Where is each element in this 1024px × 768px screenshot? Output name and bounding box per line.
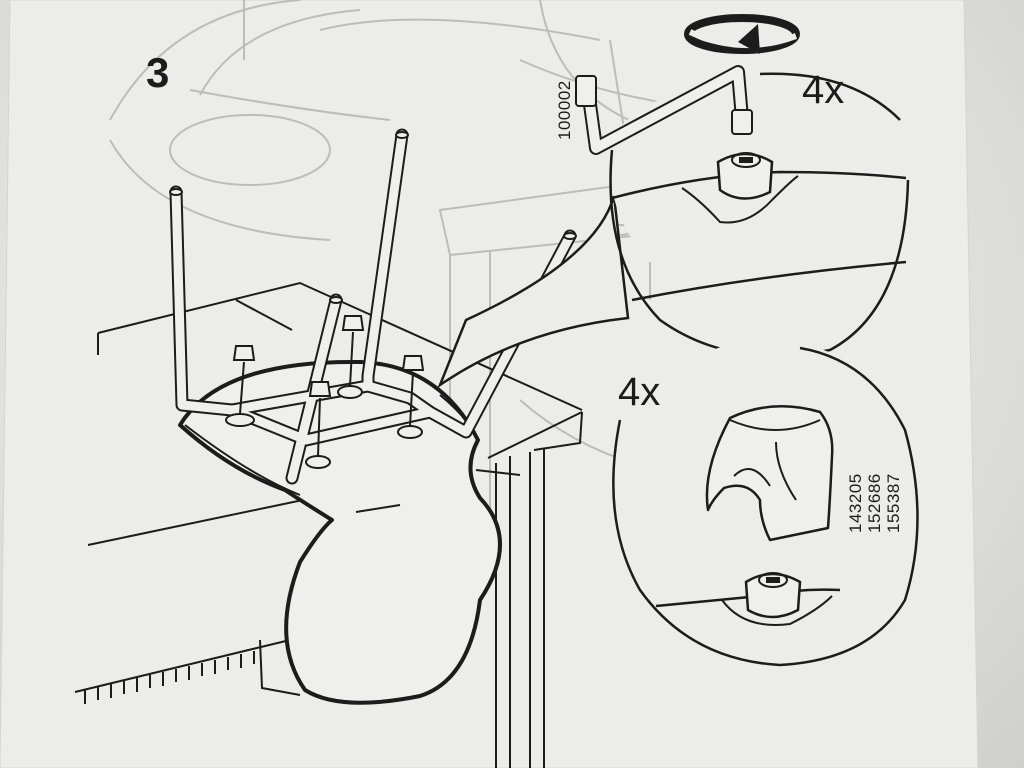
- rotate-arrow-icon: [684, 14, 800, 54]
- part-number-allen-key: 100002: [555, 80, 574, 140]
- cap-icon: [705, 404, 834, 542]
- detail-circle-bottom: [608, 340, 928, 667]
- part-number-cap: 143205: [846, 473, 865, 533]
- feet-caps: [225, 315, 425, 469]
- allen-key-icon: [575, 65, 753, 155]
- step-number: 3: [146, 49, 169, 96]
- part-number-cap: 152686: [865, 473, 884, 533]
- table: [74, 281, 583, 768]
- part-number-cap: 155387: [884, 473, 903, 533]
- chair-frame: [169, 128, 577, 485]
- quantity-bottom: 4x: [618, 370, 661, 414]
- quantity-top: 4x: [802, 68, 845, 112]
